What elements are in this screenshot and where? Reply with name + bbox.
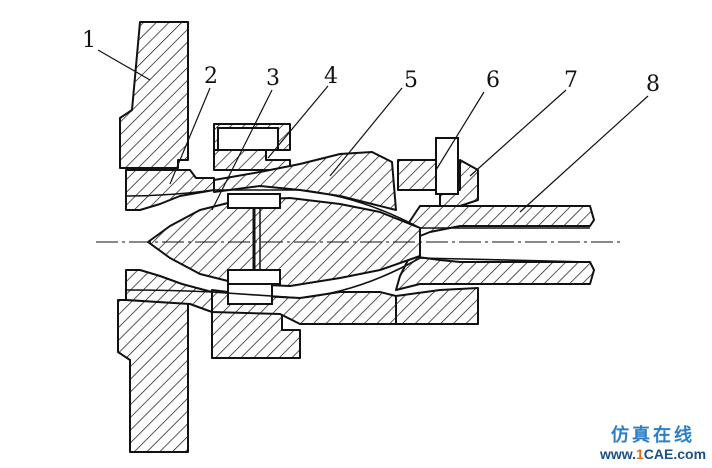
label-2: 2 <box>204 64 218 89</box>
leader-6 <box>435 91 485 171</box>
leader-8 <box>519 95 649 213</box>
watermark-url-suffix: .com <box>673 446 707 462</box>
leader-5 <box>329 87 403 177</box>
label-5: 5 <box>404 68 418 93</box>
label-4: 4 <box>324 64 338 89</box>
part-6-nut-top <box>397 159 441 191</box>
part-3-clamp-top <box>213 149 291 171</box>
label-6: 6 <box>486 68 500 93</box>
part-1-flange-top <box>119 21 189 169</box>
leader-4 <box>267 85 329 159</box>
part-8-tip-top <box>399 205 595 241</box>
pin-bottom <box>227 269 281 285</box>
part-2-adapter-top <box>125 169 215 211</box>
watermark-url-brand-rest: CAE <box>643 446 674 462</box>
part-7-collar-bottom <box>395 287 479 325</box>
part-8-tip-bottom <box>395 255 595 291</box>
leader-7 <box>469 89 567 177</box>
label-7: 7 <box>564 68 578 93</box>
watermark-title: 仿真在线 <box>611 425 695 446</box>
watermark-url-brand-1: 1 <box>636 446 644 462</box>
watermark-logo: 仿真在线 www.1CAE.com <box>598 425 708 463</box>
label-8: 8 <box>646 72 660 97</box>
leader-1 <box>97 49 151 81</box>
part-5-body-top <box>213 151 397 211</box>
leader-3 <box>211 89 273 211</box>
bolt-top-right <box>435 137 459 195</box>
label-3: 3 <box>266 66 280 91</box>
watermark-url: www.1CAE.com <box>598 446 708 462</box>
part-3-clamp-bottom <box>211 311 301 359</box>
pin-top <box>227 193 281 209</box>
label-1: 1 <box>82 28 96 53</box>
leader-2 <box>169 87 211 185</box>
watermark-url-prefix: www. <box>599 446 636 462</box>
part-1-flange-bottom <box>117 299 189 453</box>
